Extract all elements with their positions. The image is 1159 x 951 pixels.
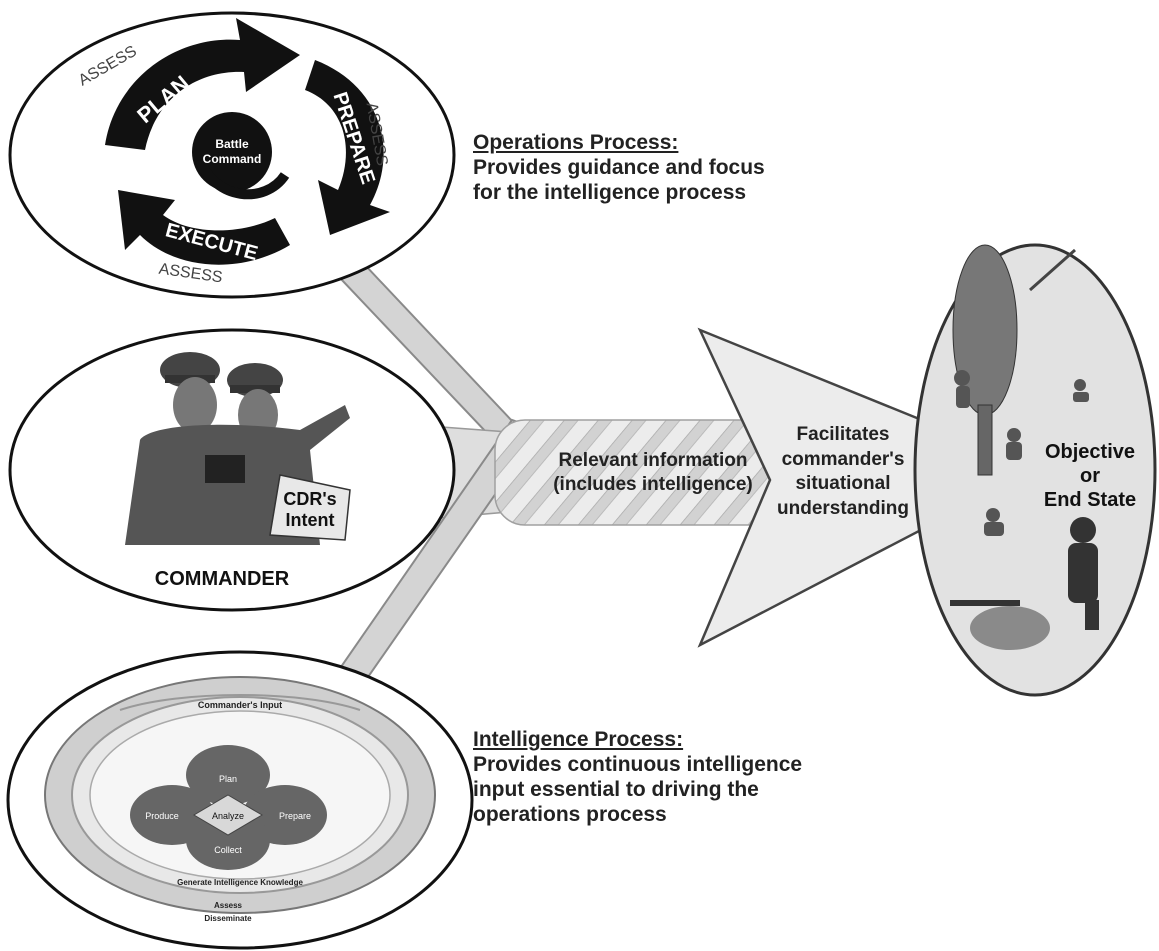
objective-end-state-oval: Objective or End State xyxy=(913,243,1157,697)
plan-node-label: Plan xyxy=(219,774,237,784)
objective-line3: End State xyxy=(1044,489,1136,511)
arrow-text-line3: situational xyxy=(795,473,890,494)
disseminate-band-label: Disseminate xyxy=(204,914,252,923)
soldiers-illustration xyxy=(950,370,1099,650)
cdr-intent-line2: Intent xyxy=(286,510,335,530)
objective-line1: Objective xyxy=(1045,441,1135,463)
arrow-text-line2: commander's xyxy=(782,449,905,470)
operations-cycle-oval: Battle Command PLAN PREPARE EXECUTE ASSE… xyxy=(8,11,456,299)
intelligence-process-title: Intelligence Process: xyxy=(473,728,684,751)
execute-arrow xyxy=(118,190,290,265)
intelligence-process-line2: input essential to driving the xyxy=(473,778,759,801)
assess-band-label: Assess xyxy=(214,901,243,910)
generate-knowledge-label: Generate Intelligence Knowledge xyxy=(177,878,303,887)
intelligence-process-line3: operations process xyxy=(473,803,667,826)
analyze-node-label: Analyze xyxy=(212,811,244,821)
plan-arrow xyxy=(105,18,300,150)
intelligence-cycle-oval: Commander's Input Plan Prepare Collect P… xyxy=(6,650,474,950)
plan-node xyxy=(186,745,270,805)
relevant-info-line2: (includes intelligence) xyxy=(553,474,753,495)
operations-process-line2: for the intelligence process xyxy=(473,181,747,204)
battle-command-line1: Battle xyxy=(215,137,249,151)
commanders-input-label: Commander's Input xyxy=(198,700,282,710)
prepare-arrow xyxy=(305,60,390,235)
cdr-intent-line1: CDR's xyxy=(283,489,336,509)
commander-oval: CDR's Intent COMMANDER xyxy=(8,328,456,612)
produce-node-label: Produce xyxy=(145,811,179,821)
arrow-text-line1: Facilitates xyxy=(797,424,890,445)
operations-process-line1: Provides guidance and focus xyxy=(473,156,765,179)
commander-label: COMMANDER xyxy=(155,568,290,590)
commander-soldiers-illustration xyxy=(125,352,351,545)
relevant-info-line1: Relevant information xyxy=(559,450,748,471)
battle-command-swirl xyxy=(195,157,290,200)
battle-command-line2: Command xyxy=(203,152,262,166)
commanders-input-band xyxy=(119,694,361,711)
prepare-node-label: Prepare xyxy=(279,811,311,821)
operations-process-title: Operations Process: xyxy=(473,131,679,154)
produce-node xyxy=(130,785,214,845)
operations-process-description: Operations Process: Provides guidance an… xyxy=(473,130,765,205)
intelligence-process-line1: Provides continuous intelligence xyxy=(473,753,803,776)
collect-node-label: Collect xyxy=(214,845,242,855)
analyze-node xyxy=(193,794,263,836)
objective-line2: or xyxy=(1080,465,1100,487)
arrow-text-line4: understanding xyxy=(777,498,909,519)
helicopter-illustration xyxy=(952,244,1076,476)
relevant-information-band xyxy=(494,419,781,526)
intelligence-process-description: Intelligence Process: Provides continuou… xyxy=(473,727,802,827)
